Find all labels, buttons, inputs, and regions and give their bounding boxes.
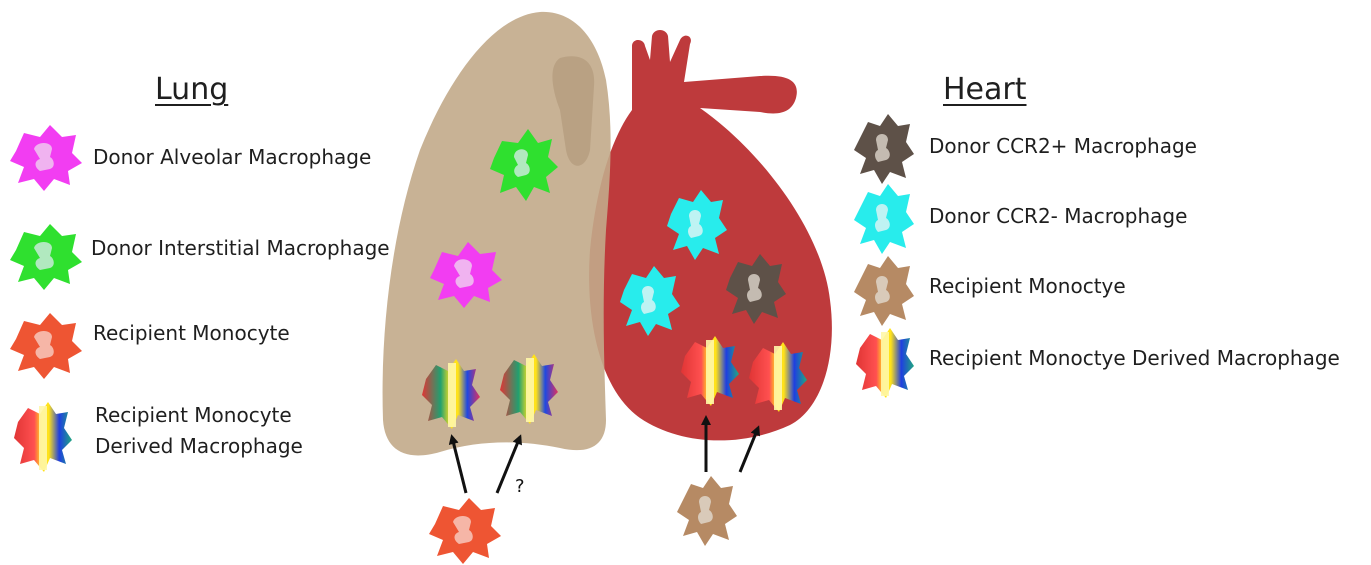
legend-icon-derived-heart <box>856 328 914 398</box>
legend-icon-recipient-monocyte-heart <box>854 256 914 326</box>
legend-icon-ccr2-neg <box>854 184 914 254</box>
cell-recipient-monocyte-lung-source <box>429 498 501 564</box>
legend-icon-recipient-monocyte-lung <box>10 313 82 379</box>
legend-icon-derived-lung <box>14 402 72 472</box>
question-mark: ? <box>515 476 525 497</box>
cell-recipient-monocyte-heart-source <box>677 476 737 546</box>
legend-icon-interstitial <box>10 224 82 290</box>
legend-icon-ccr2-pos <box>854 114 914 184</box>
legend-icon-alveolar <box>10 125 82 191</box>
